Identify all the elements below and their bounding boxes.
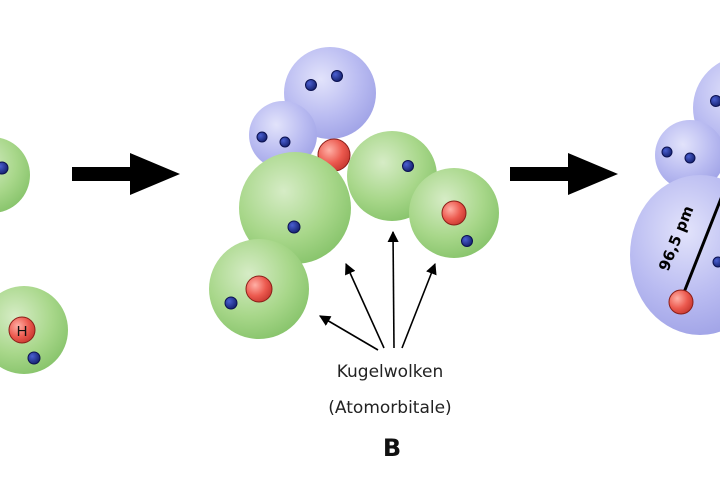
electron [27,351,41,365]
electron [710,95,720,107]
hydrogen-nucleus [245,275,273,303]
electron [279,136,291,148]
hydrogen-nucleus [8,316,36,344]
pointer-arrows [319,230,437,351]
blue-orbital-cloud [249,101,317,169]
electron [331,70,343,82]
green-orbital-cloud [239,152,351,264]
electron [402,160,414,172]
electron [287,220,301,234]
green-orbital-cloud [0,137,30,213]
electron [0,161,9,175]
left-panel: H [0,137,68,374]
electron [661,146,673,158]
hydrogen-label: H [17,323,28,340]
pointer-arrow [387,230,399,349]
blue-orbital-cloud [630,175,720,335]
electron [305,79,317,91]
electron [461,235,473,247]
panel-b-orbitals [209,47,499,339]
pointer-arrow [319,315,379,351]
electron [684,152,696,164]
hydrogen-nucleus [441,200,467,226]
electron [256,131,268,143]
caption-atomorbitale: (Atomorbitale) [328,398,452,418]
pointer-arrow [401,262,437,349]
process-arrow [72,153,180,195]
pointer-arrow [345,262,385,349]
bond-length-line [679,196,720,301]
process-arrow [510,153,618,195]
hydrogen-nucleus [668,289,694,315]
electron [712,256,720,268]
panel-label-b: B [382,434,402,462]
caption-kugelwolken: Kugelwolken [336,362,444,382]
right-panel: 96,5 pm [630,62,720,335]
electron [224,296,238,310]
